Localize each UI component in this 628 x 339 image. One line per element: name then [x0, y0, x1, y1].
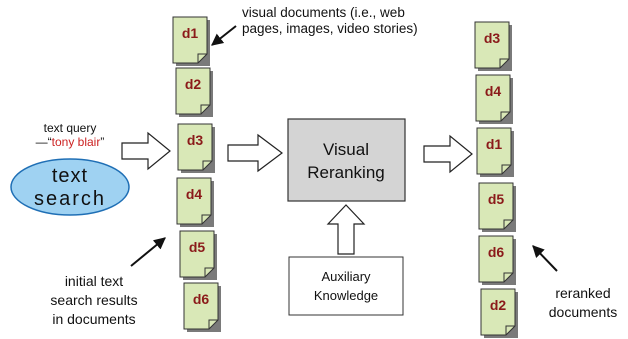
initial-doc-label: d3 — [187, 132, 204, 148]
initial-doc-icon: d3 — [177, 123, 215, 173]
initial-results-stack: d1 d2 d3 d4 d5 d6 — [172, 16, 221, 332]
query-prefix: —“ — [35, 135, 52, 149]
initial-doc-label: d1 — [182, 25, 199, 41]
reranked-doc-icon: d6 — [478, 235, 516, 285]
initial-doc-icon: d6 — [183, 282, 221, 332]
initial-doc-icon: d5 — [179, 230, 217, 280]
query-suffix: ” — [100, 135, 105, 149]
reranked-doc-label: d6 — [488, 244, 505, 260]
reranked-doc-label: d5 — [488, 191, 505, 207]
visual-docs-note: visual documents (i.e., web pages, image… — [242, 5, 462, 37]
initial-doc-label: d2 — [185, 76, 202, 92]
reranked-doc-icon: d3 — [474, 21, 512, 71]
initial-doc-label: d5 — [189, 239, 206, 255]
visual-docs-pointer-arrow — [211, 25, 237, 46]
query-to-results-arrow — [121, 131, 171, 171]
query-caption: text query —“tony blair” — [20, 121, 120, 149]
initial-results-caption: initial text search results in documents — [24, 272, 164, 329]
reranked-caption: reranked documents — [538, 284, 628, 322]
initial-doc-icon: d4 — [176, 177, 214, 227]
initial-doc-icon: d2 — [175, 67, 213, 117]
reranked-doc-icon: d1 — [476, 127, 514, 177]
reranked-doc-icon: d2 — [480, 288, 518, 338]
initial-caption-line3: in documents — [52, 311, 136, 327]
auxiliary-line2: Knowledge — [314, 288, 378, 303]
query-term: tony blair — [51, 135, 101, 149]
initial-results-pointer-arrow — [130, 237, 166, 267]
reranked-doc-label: d1 — [486, 136, 503, 152]
reranked-caption-line1: reranked — [555, 285, 611, 301]
text-search-line2: search — [34, 188, 106, 210]
results-to-reranking-arrow — [227, 133, 283, 173]
reranked-doc-label: d3 — [484, 30, 501, 46]
auxiliary-knowledge-box — [288, 256, 404, 316]
reranking-line1: Visual — [323, 140, 369, 159]
visual-docs-note-line1: visual documents (i.e., web — [242, 5, 405, 20]
auxiliary-to-reranking-arrow — [326, 204, 366, 255]
initial-doc-icon: d1 — [172, 16, 210, 66]
initial-doc-label: d4 — [186, 186, 203, 202]
reranked-doc-icon: d4 — [475, 74, 513, 124]
reranked-results-stack: d3 d4 d1 d5 d6 d2 — [474, 21, 518, 338]
reranking-line2: Reranking — [307, 163, 385, 182]
reranking-to-reranked-arrow — [423, 134, 473, 174]
initial-doc-label: d6 — [193, 291, 210, 307]
reranked-doc-icon: d5 — [478, 182, 516, 232]
initial-caption-line2: search results — [50, 292, 138, 308]
reranked-doc-label: d4 — [485, 83, 502, 99]
reranked-caption-line2: documents — [548, 304, 618, 320]
text-search-ellipse — [10, 158, 130, 216]
visual-docs-note-line2: pages, images, video stories) — [242, 21, 418, 36]
visual-reranking-box — [287, 118, 406, 202]
text-search-line1: text — [52, 165, 88, 187]
query-caption-text: text query — [43, 121, 97, 135]
auxiliary-line1: Auxiliary — [321, 269, 371, 284]
initial-caption-line1: initial text — [64, 273, 124, 289]
reranked-pointer-arrow — [532, 245, 558, 272]
reranked-doc-label: d2 — [490, 297, 507, 313]
